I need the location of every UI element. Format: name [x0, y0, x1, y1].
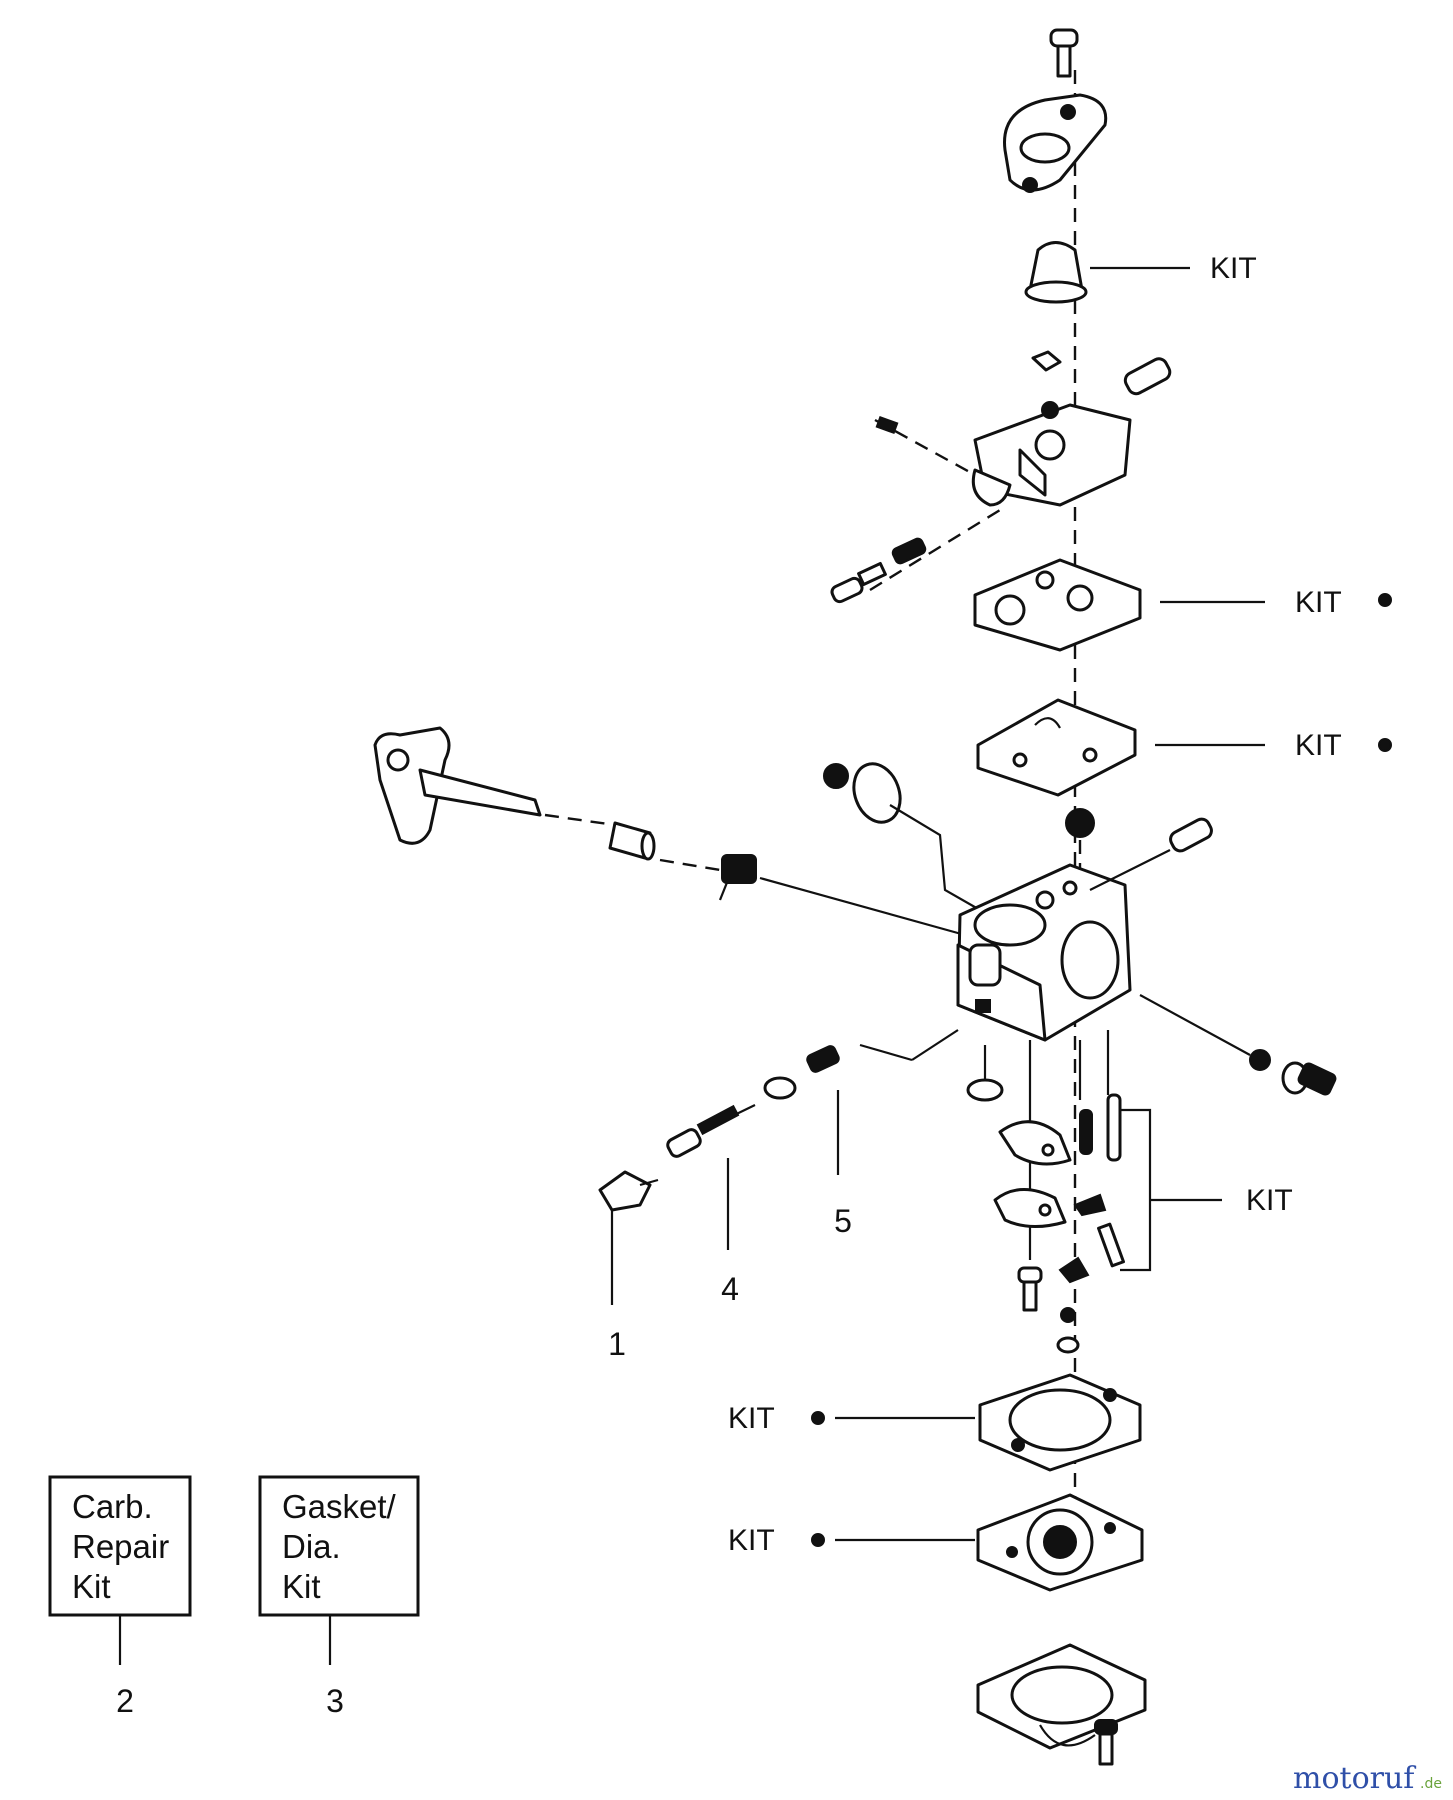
item-number-2: 2 [116, 1683, 134, 1719]
kit-bracket [1120, 1108, 1152, 1272]
lower-diaphragm [976, 1493, 1144, 1592]
choke-plate [823, 762, 981, 911]
top-screw [1049, 28, 1079, 78]
upper-gasket [973, 558, 1142, 652]
kit-dot-gasket-upper [1378, 593, 1392, 607]
idle-washer [1249, 1049, 1271, 1071]
inlet-needle [1073, 1193, 1125, 1268]
watermark-suffix: .de [1420, 1776, 1442, 1792]
kit-label-needle-group: KIT [1246, 1184, 1293, 1217]
limiter-cap [598, 1170, 659, 1212]
carburetor-body [956, 863, 1132, 1042]
inlet-fitting [1169, 817, 1213, 853]
needle-spring [806, 1045, 840, 1073]
kit-dot-diaphragm-lower [811, 1533, 825, 1547]
kit-label-primer: KIT [1210, 252, 1257, 285]
kit-dot-diaphragm-upper [1378, 738, 1392, 752]
filter-disc [966, 1078, 1004, 1102]
dash-left-pin [874, 418, 976, 477]
bushing [608, 821, 656, 861]
pivot-pin [1058, 1256, 1090, 1284]
metering-springs [1079, 1093, 1122, 1162]
adjust-screws [830, 537, 927, 604]
kit-dot-gasket-lower [811, 1411, 825, 1425]
check-valve [1031, 350, 1062, 372]
pin [875, 415, 899, 435]
watermark-brand: motoruf [1293, 1761, 1416, 1796]
welch-plug [1065, 808, 1095, 838]
throttle-spring [718, 854, 757, 901]
needle-washer [763, 1076, 797, 1100]
idle-screw [1281, 1061, 1337, 1096]
carb-repair-line3: Kit [72, 1568, 111, 1605]
kit-label-gasket-upper: KIT [1295, 586, 1342, 619]
leader-body-to-needle [911, 1029, 959, 1061]
gasket-dia-line3: Kit [282, 1568, 321, 1605]
bottom-cover [976, 1643, 1147, 1750]
gasket-dia-line1: Gasket/ [282, 1488, 397, 1525]
primer-bulb [1024, 241, 1088, 304]
carb-repair-line1: Carb. [72, 1488, 153, 1525]
item-number-5: 5 [834, 1203, 852, 1239]
watermark-logo: motoruf .de [1293, 1761, 1442, 1796]
kit-label-diaphragm-lower: KIT [728, 1524, 775, 1557]
carb-repair-line2: Repair [72, 1528, 169, 1565]
dash-screws [869, 508, 1001, 592]
kit-label-diaphragm-upper: KIT [1295, 729, 1342, 762]
metering-body [971, 401, 1132, 507]
leader-inlet [1089, 849, 1171, 891]
gasket-dia-kit-box: Gasket/ Dia. Kit [258, 1475, 420, 1617]
carb-repair-kit-box: Carb. Repair Kit [48, 1475, 192, 1617]
fuel-inlet-fitting [1123, 357, 1172, 396]
cover-screw [1094, 1719, 1118, 1766]
lever-screw [1017, 1266, 1043, 1312]
o-ring [1056, 1336, 1080, 1354]
leader-idle-screw [1139, 994, 1251, 1056]
pump-cover [1003, 93, 1108, 193]
item-number-4: 4 [721, 1271, 739, 1307]
item-number-1: 1 [608, 1326, 626, 1362]
lower-gasket [978, 1373, 1142, 1472]
item-number-3: 3 [326, 1683, 344, 1719]
metering-lever [993, 1120, 1072, 1228]
leader-needle-bend [859, 1043, 913, 1062]
dash-spring [659, 858, 721, 872]
kit-label-gasket-lower: KIT [728, 1402, 775, 1435]
upper-diaphragm [976, 698, 1137, 797]
mixture-needle [666, 1104, 740, 1158]
leader-shaft-to-body [759, 876, 966, 937]
throttle-lever [373, 726, 542, 845]
dash-shaft [544, 813, 616, 827]
gasket-dia-line2: Dia. [282, 1528, 341, 1565]
small-ball [1060, 1307, 1076, 1323]
